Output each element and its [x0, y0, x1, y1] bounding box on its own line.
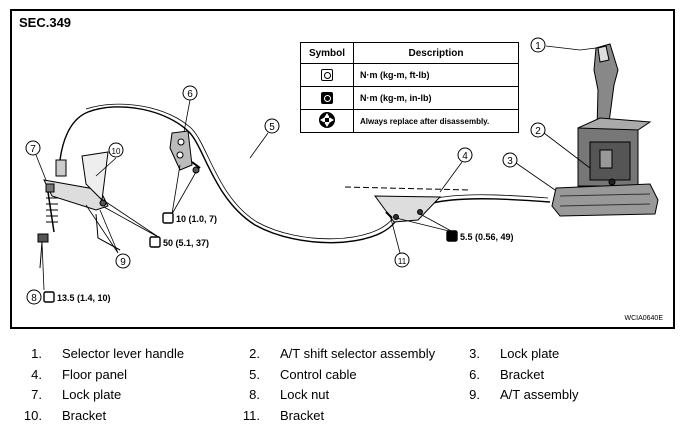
- figure-code: WCIA0640E: [624, 315, 663, 322]
- torque-icon: [43, 291, 55, 303]
- part-item: 4.Floor panel: [31, 367, 128, 382]
- callout-5-label: 5: [269, 122, 275, 133]
- section-title: SEC.349: [19, 15, 72, 30]
- callout-10: [108, 142, 124, 158]
- callout-9: [115, 253, 131, 269]
- replace-icon: [319, 112, 335, 128]
- callout-2: [530, 122, 546, 138]
- part-item: 2.A/T shift selector assembly: [249, 346, 436, 361]
- callout-5: [264, 118, 280, 134]
- callout-7: [25, 140, 41, 156]
- callout-markers: [25, 37, 546, 305]
- selector-assembly-drawing: [551, 43, 659, 217]
- callout-8-label: 8: [31, 293, 37, 304]
- part-item: 11.Bracket: [242, 408, 325, 423]
- part-item: 10.Bracket: [23, 408, 107, 423]
- callout-10-label: 10: [112, 147, 121, 156]
- callout-11: [394, 252, 410, 268]
- part-item: 6.Bracket: [469, 367, 545, 382]
- torque-spec-lock-nut: 13.5 (1.4, 10): [57, 293, 111, 303]
- part-item: 9.A/T assembly: [469, 387, 579, 402]
- callout-8: [26, 289, 42, 305]
- torque-inlb-icon: [321, 92, 333, 104]
- diagram-frame: SEC.349 WCIA0640E: [10, 9, 675, 329]
- callout-7-label: 7: [30, 144, 36, 155]
- part-item: 1.Selector lever handle: [31, 346, 185, 361]
- callout-3: [502, 152, 518, 168]
- part-item: 8.Lock nut: [249, 387, 330, 402]
- callout-2-label: 2: [535, 126, 541, 137]
- torque-icon: [149, 236, 161, 248]
- torque-spec-bracket-6: 10 (1.0, 7): [176, 214, 217, 224]
- callout-4: [457, 147, 473, 163]
- callout-1-label: 1: [535, 41, 541, 52]
- legend-header-symbol: Symbol: [300, 42, 354, 64]
- torque-spec-floor: 5.5 (0.56, 49): [460, 232, 514, 242]
- torque-inlb-icon: [446, 230, 458, 242]
- legend-row-3-text: Always replace after disassembly.: [353, 109, 519, 133]
- legend-header-description: Description: [353, 42, 519, 64]
- callout-9-label: 9: [120, 257, 126, 268]
- symbol-legend-table: Symbol Description N·m (kg-m, ft-lb) N·m…: [300, 42, 519, 133]
- legend-row-1-text: N·m (kg-m, ft-lb): [353, 63, 519, 87]
- callout-6-label: 6: [187, 89, 193, 100]
- callout-3-label: 3: [507, 156, 513, 167]
- callout-11-label: 11: [398, 257, 407, 266]
- callout-4-label: 4: [462, 151, 468, 162]
- part-item: 3.Lock plate: [469, 346, 560, 361]
- floor-panel-drawing: [344, 186, 471, 223]
- legend-row-2-text: N·m (kg-m, in-lb): [353, 86, 519, 110]
- callout-6: [182, 85, 198, 101]
- torque-ftlb-icon: [321, 69, 333, 81]
- part-item: 5.Control cable: [249, 367, 357, 382]
- callout-1: [530, 37, 546, 53]
- torque-icon: [162, 212, 174, 224]
- torque-spec-bracket-10: 50 (5.1, 37): [163, 238, 209, 248]
- bracket-6-drawing: [169, 130, 201, 174]
- left-bracket-drawing: [37, 151, 121, 269]
- part-item: 7.Lock plate: [31, 387, 122, 402]
- leader-lines: [35, 45, 597, 291]
